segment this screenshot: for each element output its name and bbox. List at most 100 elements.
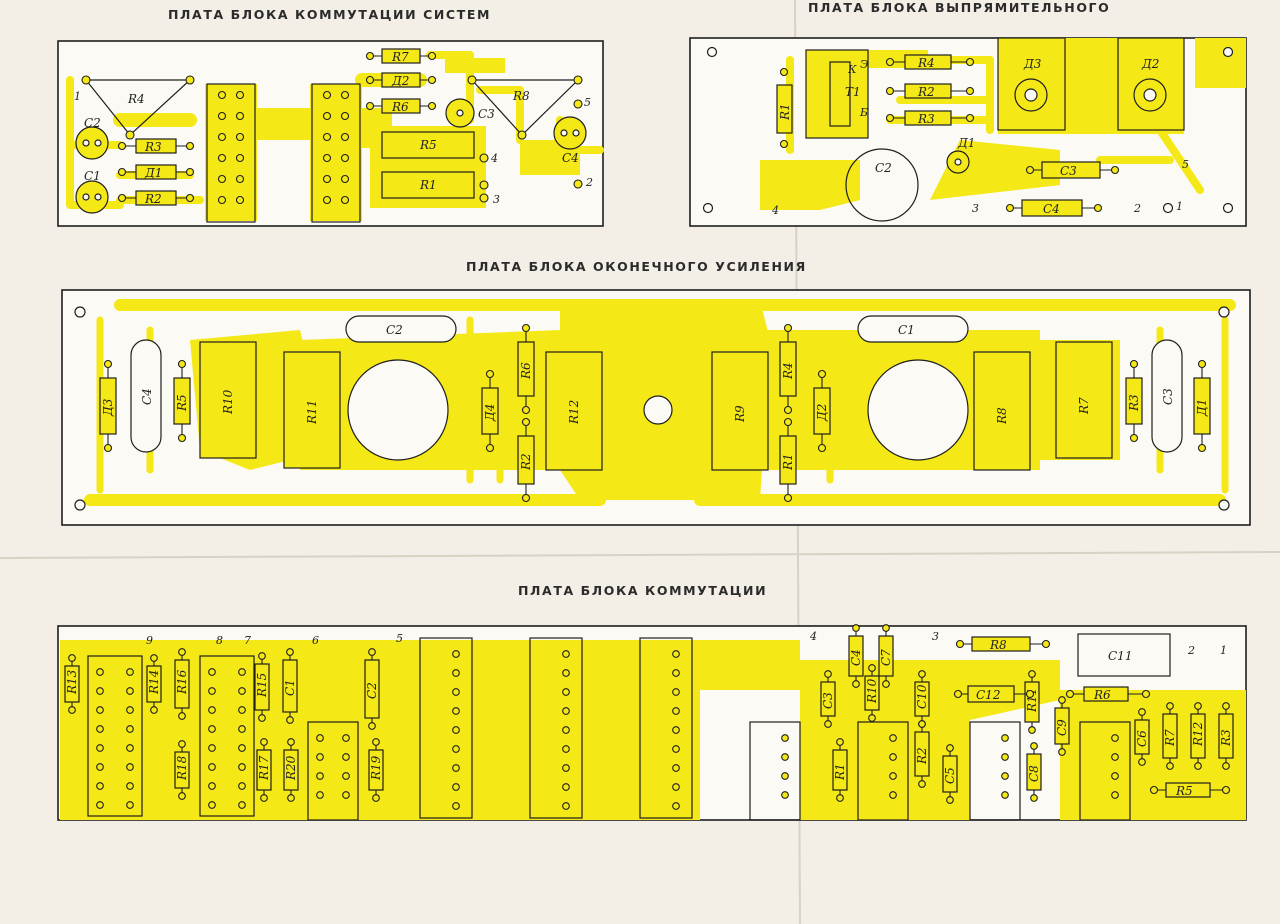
socket-2 [199, 655, 255, 817]
socket-6 [639, 637, 693, 819]
pin-1-label: 1 [1176, 200, 1183, 213]
diode-d2 [365, 72, 437, 88]
resistor-r3 [117, 138, 195, 154]
label-c2: C2 [386, 323, 403, 337]
label-d1: Д1 [1195, 399, 1209, 417]
resistor-r5 [173, 359, 191, 443]
title-final-amplifier: ПЛАТА БЛОКА ОКОНЕЧНОГО УСИЛЕНИЯ [466, 259, 807, 274]
label-c4: C4 [849, 649, 863, 666]
label-r2: R2 [519, 453, 533, 471]
pin-2-label: 2 [1133, 202, 1141, 215]
pad [217, 174, 227, 184]
resistor-r12 [1190, 702, 1206, 770]
resistor-r2 [914, 720, 930, 788]
pad [217, 153, 227, 163]
resistor-r2 [117, 190, 195, 206]
pin-4-label: 4 [809, 630, 817, 643]
pad [235, 90, 245, 100]
label-r3: R3 [1127, 394, 1141, 412]
label-r4: R4 [781, 362, 795, 380]
resistor-r1 [381, 171, 475, 199]
label-r7: R7 [1077, 397, 1091, 415]
pad [217, 195, 227, 205]
resistor-r11 [283, 351, 341, 469]
socket-4 [419, 637, 473, 819]
board-rectifier: Д3 Д2 T1 К Э Б R1 R4 R2 R3 [689, 37, 1247, 227]
resistor-r5 [1149, 782, 1231, 798]
pin-9-label: 9 [146, 634, 153, 647]
capacitor-c12 [953, 685, 1035, 703]
label-r14: R14 [147, 670, 161, 695]
pin-3-label: 3 [972, 202, 979, 215]
capacitor-c8 [1026, 742, 1042, 802]
resistor-r9 [711, 351, 769, 471]
socket-3 [307, 721, 359, 821]
pin-3-label: 3 [493, 193, 500, 206]
pin-3-label: 3 [932, 630, 939, 643]
resistor-r7 [365, 48, 437, 64]
label-r1: R1 [781, 453, 795, 471]
sockets-layer [87, 637, 1131, 821]
label-r6: R6 [391, 100, 409, 114]
title-rectifier: ПЛАТА БЛОКА ВЫПРЯМИТЕЛЬНОГО [808, 0, 1110, 15]
socket-7 [749, 721, 801, 821]
label-t1: T1 [845, 85, 861, 99]
resistor-r7 [1055, 341, 1113, 459]
label-d3: Д3 [101, 398, 115, 417]
pin-2-label: 2 [585, 176, 593, 189]
pin-1-label: 1 [1220, 644, 1227, 657]
pad [322, 174, 332, 184]
pin-6-label: 6 [312, 634, 319, 647]
capacitor-c7 [878, 624, 894, 688]
capacitor-c3 [1025, 161, 1120, 179]
label-c9: C9 [1055, 719, 1069, 736]
pad [340, 153, 350, 163]
capacitor-c9 [1054, 696, 1070, 756]
label-r17: R17 [257, 755, 271, 781]
label-r20: R20 [284, 755, 298, 781]
label-r3: R3 [1219, 729, 1233, 747]
capacitor-c3 [820, 670, 836, 728]
mounting-hole-center [643, 395, 673, 425]
mounting-hole-right [867, 359, 969, 461]
label-d4: Д4 [483, 404, 497, 422]
resistor-r10 [864, 664, 880, 722]
pad [217, 90, 227, 100]
transistor-t1-block [805, 49, 869, 139]
pad [322, 153, 332, 163]
label-c2: C2 [84, 116, 101, 130]
label-r4: R4 [127, 92, 145, 106]
label-d2: Д2 [1141, 57, 1159, 71]
diode-d1 [117, 164, 195, 180]
capacitor-c6 [1134, 708, 1150, 766]
capacitor-c4 [130, 339, 162, 453]
resistor-r1 [776, 84, 793, 134]
label-d3: Д3 [1023, 57, 1042, 71]
capacitor-c11 [1077, 633, 1171, 677]
label-r2: R2 [917, 85, 935, 99]
diode-d2 [813, 369, 831, 453]
pad [322, 111, 332, 121]
label-r19: R19 [369, 755, 383, 781]
capacitor-c3 [1151, 339, 1183, 453]
resistor-r13 [64, 654, 80, 714]
label-c4: C4 [140, 388, 154, 405]
copper-layer [60, 640, 1246, 820]
pad [322, 195, 332, 205]
resistor-r14 [146, 654, 162, 714]
pin-5-label: 5 [584, 96, 591, 109]
label-c4: C4 [1043, 202, 1060, 216]
diode-d3 [99, 359, 117, 453]
pin-5-label: 5 [1182, 158, 1189, 171]
resistor-r16 [174, 648, 190, 720]
capacitor-c4 [553, 116, 587, 150]
resistor-r6 [1065, 686, 1151, 702]
socket-9 [969, 721, 1021, 821]
resistor-r4 [885, 54, 975, 70]
label-k: К [847, 63, 857, 76]
capacitor-c1 [282, 648, 298, 724]
pad [235, 195, 245, 205]
resistor-r17 [256, 738, 272, 802]
label-c4: C4 [562, 151, 579, 165]
